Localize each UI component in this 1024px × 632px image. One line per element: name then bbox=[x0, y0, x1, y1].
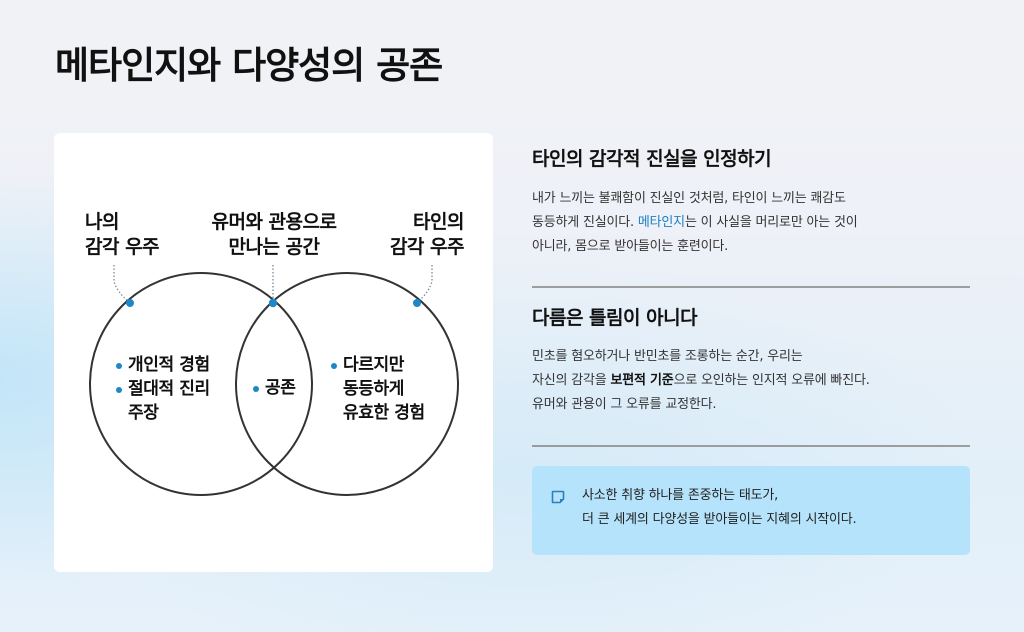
venn-items-overlap: 공존 bbox=[253, 376, 296, 400]
section-divider bbox=[532, 286, 970, 288]
callout-box: 사소한 취향 하나를 존중하는 태도가, 더 큰 세계의 다양성을 받아들이는 … bbox=[532, 466, 970, 555]
leader-line-left bbox=[113, 265, 131, 304]
venn-item: 절대적 진리 주장 bbox=[116, 377, 246, 425]
venn-diagram-card: 나의 감각 우주 유머와 관용으로 만나는 공간 타인의 감각 우주 개인적 경… bbox=[54, 133, 493, 572]
venn-items-other: 다르지만 동등하게 유효한 경험 bbox=[331, 353, 451, 425]
section-body: 내가 느끼는 불쾌함이 진실인 것처럼, 타인이 느끼는 쾌감도 동등하게 진실… bbox=[532, 191, 858, 254]
page-title: 메타인지와 다양성의 공존 bbox=[55, 44, 443, 87]
section-heading: 타인의 감각적 진실을 인정하기 bbox=[532, 148, 772, 170]
sticky-note-icon bbox=[551, 490, 565, 504]
anchor-dot-left bbox=[126, 299, 134, 307]
callout-text: 사소한 취향 하나를 존중하는 태도가, 더 큰 세계의 다양성을 받아들이는 … bbox=[582, 488, 857, 527]
venn-diagram bbox=[89, 265, 459, 496]
venn-item: 개인적 경험 bbox=[116, 353, 246, 377]
venn-item: 다르지만 동등하게 유효한 경험 bbox=[331, 353, 451, 425]
venn-items-self: 개인적 경험 절대적 진리 주장 bbox=[116, 353, 246, 425]
highlight-term: 메타인지 bbox=[637, 215, 685, 230]
label-meeting-space: 유머와 관용으로 만나는 공간 bbox=[211, 211, 337, 258]
section-heading: 다름은 틀림이 아니다 bbox=[532, 307, 698, 329]
label-my-sensory-universe: 나의 감각 우주 bbox=[85, 211, 160, 258]
anchor-dot-center bbox=[268, 298, 278, 308]
venn-circle-other bbox=[235, 272, 459, 496]
leader-line-right bbox=[416, 265, 433, 304]
label-others-sensory-universe: 타인의 감각 우주 bbox=[389, 211, 465, 258]
venn-circle-self bbox=[89, 272, 313, 496]
bold-term: 보편적 기준 bbox=[610, 373, 674, 388]
venn-item: 공존 bbox=[253, 376, 296, 400]
section-body: 민초를 혐오하거나 반민초를 조롱하는 순간, 우리는 자신의 감각을 보편적 … bbox=[532, 349, 870, 412]
section-divider bbox=[532, 445, 970, 447]
anchor-dot-right bbox=[413, 299, 421, 307]
